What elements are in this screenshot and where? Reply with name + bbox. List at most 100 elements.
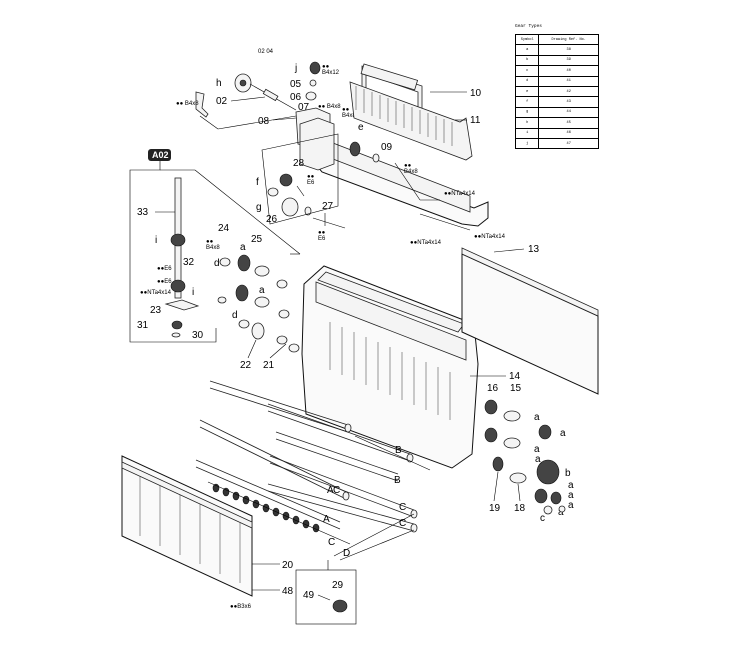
svg-text:25: 25 — [251, 234, 263, 245]
svg-text:●●B3x6: ●●B3x6 — [230, 604, 252, 610]
svg-text:●●: ●● — [307, 174, 315, 180]
svg-text:08: 08 — [258, 116, 270, 127]
svg-text:●●NTa4x14: ●●NTa4x14 — [140, 290, 172, 296]
legend-symbol: g — [514, 106, 540, 119]
legend-ref: 42 — [538, 85, 599, 98]
legend-title: Gear Types — [515, 24, 543, 29]
ref-02-04: 02 04 — [258, 49, 274, 55]
legend-symbol: h — [514, 117, 540, 129]
svg-text:22: 22 — [240, 360, 252, 371]
legend-symbol: d — [514, 75, 540, 87]
svg-text:a: a — [568, 480, 574, 491]
svg-text:23: 23 — [150, 305, 162, 316]
svg-text:C: C — [399, 502, 406, 513]
legend-ref: 47 — [538, 137, 599, 150]
svg-text:16: 16 — [487, 383, 499, 394]
svg-text:●●NTa4x14: ●●NTa4x14 — [444, 191, 476, 197]
svg-text:a: a — [535, 454, 541, 465]
legend-symbol: j — [514, 137, 540, 150]
svg-text:13: 13 — [528, 244, 540, 255]
svg-text:a: a — [568, 500, 574, 511]
svg-text:A: A — [323, 514, 330, 525]
svg-text:●●: ●● — [404, 163, 412, 169]
svg-text:●● B4x8: ●● B4x8 — [318, 104, 341, 110]
svg-text:20: 20 — [282, 560, 294, 571]
leader-lines — [290, 213, 471, 561]
legend-symbol: b — [514, 54, 540, 67]
svg-text:B4x8: B4x8 — [404, 169, 418, 175]
top-frame-assembly: 10 11 e 09 ●● B4x8 ●●NTa4x14 ●●NTa4x14 ●… — [256, 63, 506, 246]
svg-text:30: 30 — [192, 330, 204, 341]
main-chassis: 14 — [301, 265, 521, 469]
legend-ref: 45 — [538, 117, 599, 129]
svg-text:●●NTa4x14: ●●NTa4x14 — [410, 240, 442, 246]
svg-text:B4x8: B4x8 — [342, 113, 356, 119]
svg-text:B: B — [394, 475, 401, 486]
legend-header-symbol: Symbol — [514, 33, 540, 46]
bottom-plate: 20 48 ●●B3x6 — [121, 455, 294, 610]
legend-ref: 44 — [538, 106, 599, 119]
svg-text:29: 29 — [332, 580, 344, 591]
svg-text:a: a — [534, 444, 540, 455]
svg-text:a: a — [240, 242, 246, 253]
svg-text:14: 14 — [509, 371, 521, 382]
side-cover: 13 — [461, 244, 599, 395]
svg-text:●●: ●● — [342, 107, 350, 113]
svg-text:21: 21 — [263, 360, 275, 371]
svg-text:49: 49 — [303, 590, 315, 601]
svg-text:i: i — [155, 235, 157, 246]
svg-text:f: f — [256, 177, 259, 188]
svg-text:g: g — [256, 202, 262, 213]
svg-text:d: d — [214, 258, 220, 269]
svg-text:48: 48 — [282, 586, 294, 597]
svg-text:●●: ●● — [322, 64, 330, 70]
legend-ref: 46 — [538, 127, 599, 139]
legend-symbol: f — [514, 96, 540, 108]
svg-text:A: A — [327, 485, 334, 496]
svg-text:E6: E6 — [307, 180, 315, 186]
legend-symbol: i — [514, 127, 540, 139]
svg-text:05: 05 — [290, 79, 302, 90]
mid-gear-group: 24 ●● B4x8 25 a d a d 22 21 — [206, 223, 300, 371]
legend-ref: 43 — [538, 96, 599, 108]
group-label: A02 — [152, 150, 169, 160]
svg-text:27: 27 — [322, 201, 334, 212]
symbol-h: h — [216, 78, 222, 89]
a02-group: A02 33 i 32 ●●E6 ●●E6 ●●NTa4x14 i 23 31 … — [129, 149, 301, 343]
svg-text:B4x8: B4x8 — [206, 245, 220, 251]
legend-symbol: e — [514, 85, 540, 98]
svg-text:11: 11 — [470, 115, 481, 126]
svg-text:●● B4x8: ●● B4x8 — [176, 101, 199, 107]
svg-text:E6: E6 — [318, 236, 326, 242]
svg-text:d: d — [232, 310, 238, 321]
svg-text:●●: ●● — [206, 239, 214, 245]
legend-header-ref: Drawing Ref. No. — [538, 33, 599, 46]
legend-ref: 38 — [538, 44, 599, 56]
svg-text:C: C — [328, 537, 335, 548]
svg-text:a: a — [534, 412, 540, 423]
svg-text:06: 06 — [290, 92, 302, 103]
svg-text:B: B — [395, 445, 402, 456]
part-02: 02 — [216, 96, 228, 107]
svg-text:19: 19 — [489, 503, 501, 514]
svg-text:28: 28 — [293, 158, 305, 169]
svg-text:a: a — [560, 428, 566, 439]
legend-symbol: c — [514, 65, 540, 77]
svg-text:09: 09 — [381, 142, 393, 153]
svg-text:b: b — [565, 468, 571, 479]
svg-text:D: D — [343, 548, 350, 559]
svg-text:33: 33 — [137, 207, 149, 218]
svg-text:15: 15 — [510, 383, 522, 394]
svg-text:a: a — [568, 490, 574, 501]
legend-ref: 41 — [538, 75, 599, 87]
svg-text:C: C — [333, 485, 340, 496]
